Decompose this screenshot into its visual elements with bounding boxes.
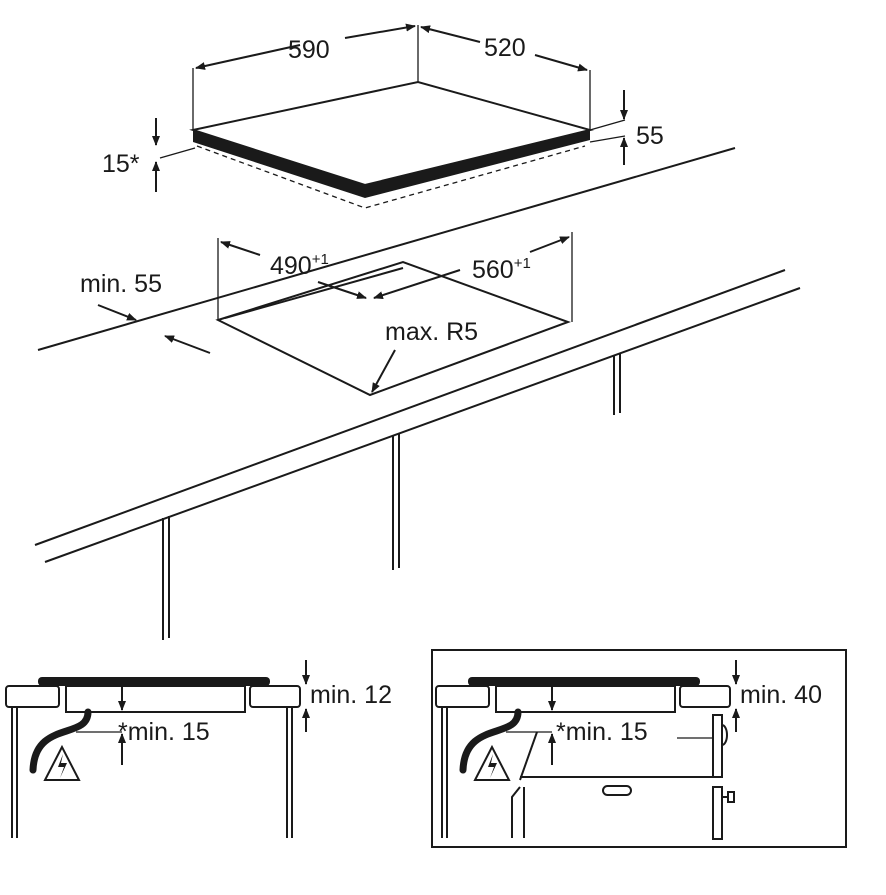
hob-width-label: 590 — [288, 36, 330, 64]
electric-hazard-icon — [43, 744, 81, 781]
cutout-width-label: 490+1 — [270, 251, 329, 280]
left-clearance-below-label: *min. 15 — [118, 718, 210, 746]
hob-height-label: 55 — [636, 122, 664, 150]
left-clearance-top-label: min. 12 — [310, 681, 392, 709]
oven — [511, 714, 735, 840]
cutout — [97, 232, 573, 397]
electric-hazard-icon — [473, 744, 511, 781]
seal-note-label: 15* — [102, 150, 140, 178]
hob-depth-label: 520 — [484, 34, 526, 62]
right-clearance-top-label: min. 40 — [740, 681, 822, 709]
cutout-depth-label: 560+1 — [472, 255, 531, 284]
hob-3d — [152, 23, 628, 209]
section-left — [5, 660, 310, 838]
right-clearance-below-label: *min. 15 — [556, 718, 648, 746]
section-right — [431, 649, 847, 848]
worktop — [34, 147, 801, 640]
min-front-distance-label: min. 55 — [80, 270, 162, 298]
corner-radius-label: max. R5 — [385, 318, 478, 346]
